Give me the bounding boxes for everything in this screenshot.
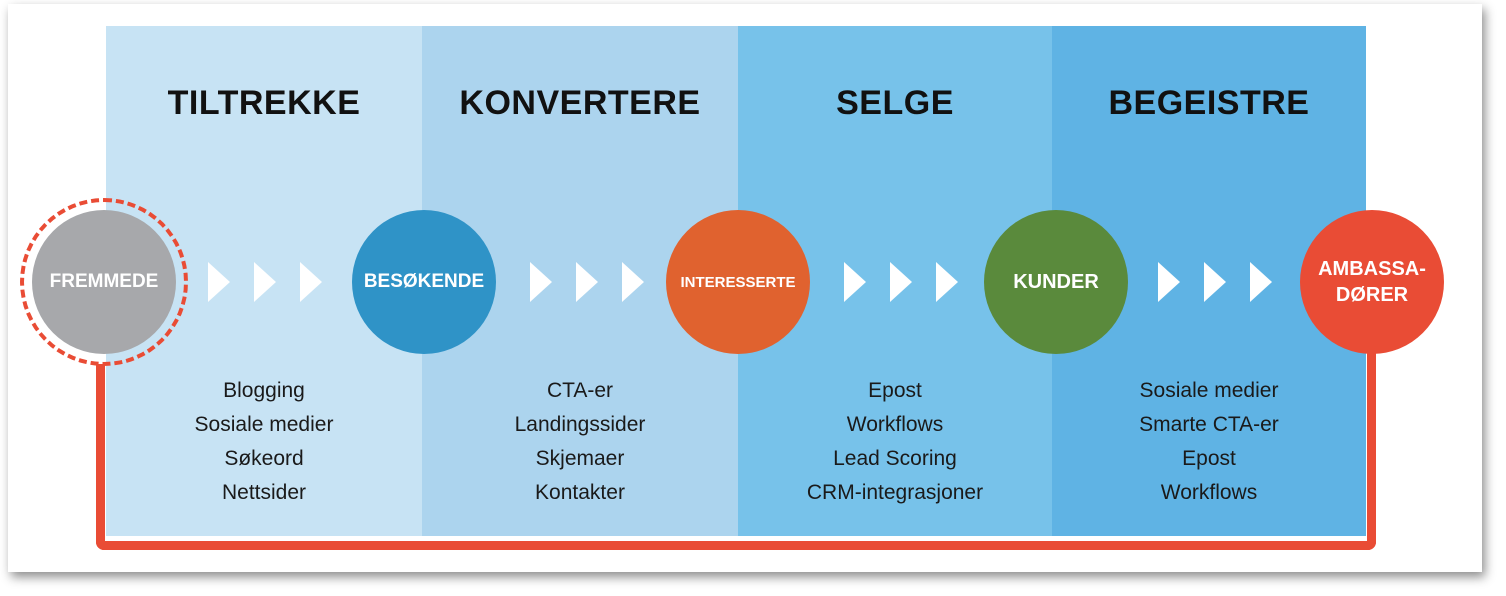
stage-tools: Epost Workflows Lead Scoring CRM-integra… <box>738 374 1052 510</box>
tool-item: Epost <box>1182 447 1236 470</box>
arrow-icon <box>844 262 866 302</box>
stage-title: BEGEISTRE <box>1108 84 1310 122</box>
node-interesserte: INTERESSERTE <box>666 210 810 354</box>
tool-item: Landingssider <box>514 413 646 436</box>
tool-item: Workflows <box>846 413 944 436</box>
stage-tools: CTA-er Landingssider Skjemaer Kontakter <box>422 374 738 510</box>
node-ambassadorer: AMBASSA- DØRER <box>1300 210 1444 354</box>
node-fremmede: FREMMEDE <box>32 210 176 354</box>
arrow-icon <box>576 262 598 302</box>
loop-line-left <box>96 364 105 550</box>
node-besokende: BESØKENDE <box>352 210 496 354</box>
node-label: BESØKENDE <box>363 271 485 292</box>
tool-item: Blogging <box>223 379 305 402</box>
stage-title: TILTREKKE <box>167 84 361 122</box>
tool-item: Lead Scoring <box>833 447 957 470</box>
loop-line-bottom <box>96 541 1376 550</box>
arrow-icon <box>1158 262 1180 302</box>
tool-item: Skjemaer <box>535 447 625 470</box>
tool-item: CTA-er <box>546 379 614 402</box>
tool-item: Epost <box>868 379 922 402</box>
stage-tools: Sosiale medier Smarte CTA-er Epost Workf… <box>1052 374 1366 510</box>
tool-item: Sosiale medier <box>194 413 334 436</box>
dashed-ring <box>20 198 188 366</box>
arrow-icon <box>890 262 912 302</box>
node-label: INTERESSERTE <box>680 273 796 291</box>
stage-title: KONVERTERE <box>459 84 701 122</box>
node-label: KUNDER <box>1013 270 1099 293</box>
tool-item: Sosiale medier <box>1139 379 1279 402</box>
tool-item: Smarte CTA-er <box>1139 413 1279 436</box>
arrow-icon <box>254 262 276 302</box>
loop-line-right <box>1367 344 1376 550</box>
tool-item: Nettsider <box>221 481 307 504</box>
arrow-icon <box>936 262 958 302</box>
node-label: FREMMEDE <box>49 271 159 292</box>
arrow-icon <box>1204 262 1226 302</box>
tool-item: Kontakter <box>535 481 625 504</box>
tool-item: Søkeord <box>224 447 304 470</box>
arrow-icon <box>622 262 644 302</box>
node-kunder: KUNDER <box>984 210 1128 354</box>
arrow-icon <box>208 262 230 302</box>
stage-tools: Blogging Sosiale medier Søkeord Nettside… <box>106 374 422 510</box>
arrow-icon <box>1250 262 1272 302</box>
node-label: AMBASSA- DØRER <box>1318 258 1426 306</box>
tool-item: Workflows <box>1160 481 1258 504</box>
arrow-icon <box>530 262 552 302</box>
arrow-icon <box>300 262 322 302</box>
funnel-diagram: TILTREKKE Blogging Sosiale medier Søkeor… <box>8 4 1482 572</box>
tool-item: CRM-integrasjoner <box>806 481 984 504</box>
stage-title: SELGE <box>836 84 954 122</box>
